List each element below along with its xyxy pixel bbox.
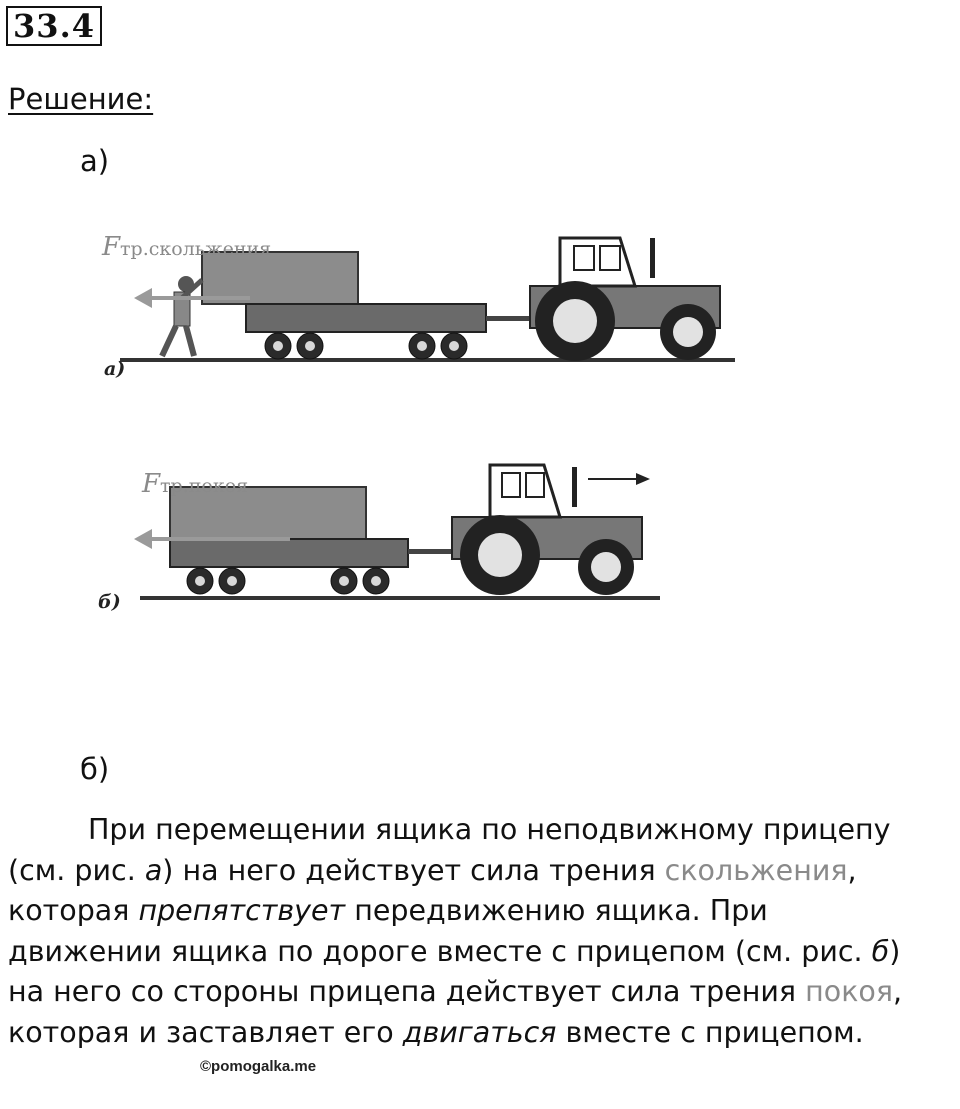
force-symbol: F — [102, 232, 121, 262]
figure-a: Fтр.скольжения а) — [90, 218, 750, 388]
answer-line-1: При перемещении ящика по неподвижному пр… — [88, 813, 891, 846]
friction-static-label: Fтр.покоя — [142, 469, 248, 499]
figure-a-illustration — [120, 236, 735, 362]
figure-a-letter: а) — [104, 358, 126, 380]
force-subscript: тр.покоя — [160, 475, 249, 497]
force-subscript: тр.скольжения — [120, 238, 272, 260]
answer-line-6: которая и заставляет его двигаться вмест… — [8, 1015, 864, 1049]
highlight-sliding: скольжения — [664, 853, 848, 887]
part-a-label: а) — [80, 144, 110, 178]
answer-line-3: которая препятствует передвижению ящика.… — [8, 894, 768, 927]
task-number: 33.4 — [6, 6, 102, 46]
solution-heading: Решение: — [8, 82, 154, 116]
watermark: ©pomogalka.me — [200, 1058, 317, 1075]
answer-line-2: (см. рис. а) на него действует сила трен… — [8, 853, 857, 887]
highlight-static: покоя — [805, 975, 894, 1008]
part-b-label: б) — [80, 752, 110, 786]
figure-b-illustration — [134, 463, 660, 600]
figure-b: Fтр.покоя б) — [90, 455, 670, 625]
answer-line-4: движении ящика по дороге вместе с прицеп… — [8, 934, 901, 968]
figure-b-letter: б) — [98, 591, 121, 613]
answer-paragraph: При перемещении ящика по неподвижному пр… — [8, 810, 948, 1053]
friction-sliding-label: Fтр.скольжения — [102, 232, 271, 262]
answer-line-5: на него со стороны прицепа действует сил… — [8, 975, 903, 1008]
force-symbol: F — [142, 469, 161, 499]
